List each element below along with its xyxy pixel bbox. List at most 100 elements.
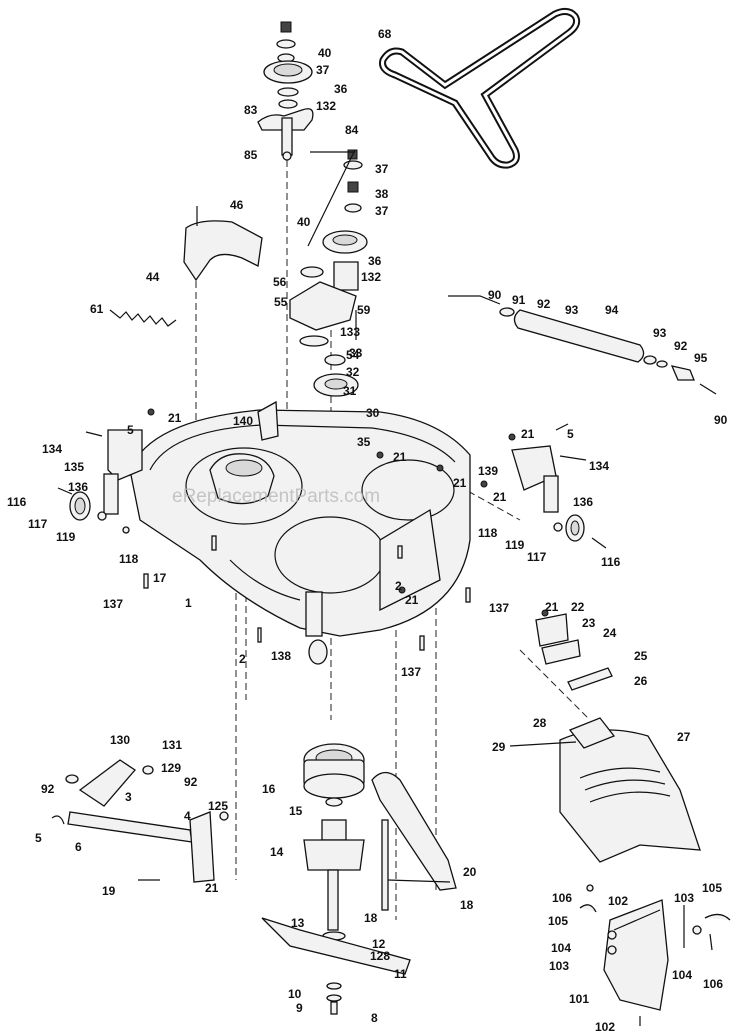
callout-85: 85: [244, 148, 258, 162]
callout-2: 2: [395, 579, 402, 593]
callout-93: 93: [565, 303, 579, 317]
callout-21: 21: [453, 476, 467, 490]
callout-10: 10: [288, 987, 302, 1001]
callout-37: 37: [375, 204, 389, 218]
callout-5: 5: [127, 423, 134, 437]
callout-36: 36: [334, 82, 348, 96]
callout-116: 116: [7, 495, 27, 509]
callout-32: 32: [346, 365, 360, 379]
callout-21: 21: [545, 600, 559, 614]
callout-54: 54: [346, 348, 360, 362]
callout-130: 130: [110, 733, 130, 747]
callout-8: 8: [371, 1011, 378, 1025]
callout-103: 103: [549, 959, 569, 973]
callout-106: 106: [552, 891, 572, 905]
callout-101: 101: [569, 992, 589, 1006]
callout-21: 21: [405, 593, 419, 607]
callout-117: 117: [527, 550, 547, 564]
callout-3: 3: [125, 790, 132, 804]
bracket-140: [257, 400, 279, 441]
callout-56: 56: [273, 275, 287, 289]
callout-40: 40: [318, 46, 332, 60]
callout-30: 30: [366, 406, 380, 420]
callout-136: 136: [573, 495, 593, 509]
mulch-plate-101: [579, 884, 731, 1026]
callout-92: 92: [537, 297, 551, 311]
callout-103: 103: [674, 891, 694, 905]
left-wheel-assembly: [69, 429, 143, 534]
callout-92: 92: [674, 339, 688, 353]
callout-117: 117: [28, 517, 48, 531]
lift-linkage: [51, 759, 229, 883]
callout-13: 13: [291, 916, 305, 930]
center-pulley-stack: [289, 149, 368, 397]
callout-33: 33: [349, 346, 363, 360]
callout-25: 25: [634, 649, 648, 663]
callout-129: 129: [161, 761, 181, 775]
callout-118: 118: [119, 552, 139, 566]
callout-137: 137: [489, 601, 509, 615]
callout-116: 116: [601, 555, 621, 569]
callout-95: 95: [694, 351, 708, 365]
callout-104: 104: [551, 941, 571, 955]
callout-4: 4: [184, 809, 191, 823]
callout-26: 26: [634, 674, 648, 688]
callout-23: 23: [582, 616, 596, 630]
callout-61: 61: [90, 302, 104, 316]
callout-15: 15: [289, 804, 303, 818]
blade-guard-20: [371, 771, 457, 911]
callout-21: 21: [393, 450, 407, 464]
callout-83: 83: [244, 103, 258, 117]
callout-38: 38: [375, 187, 389, 201]
callout-35: 35: [357, 435, 371, 449]
callout-22: 22: [571, 600, 585, 614]
callout-5: 5: [567, 427, 574, 441]
callout-55: 55: [274, 295, 288, 309]
callout-133: 133: [340, 325, 360, 339]
callout-91: 91: [512, 293, 526, 307]
callout-11: 11: [394, 967, 407, 981]
callout-135: 135: [64, 460, 84, 474]
callout-14: 14: [270, 845, 284, 859]
callout-59: 59: [357, 303, 371, 317]
callout-21: 21: [493, 490, 507, 504]
callout-6: 6: [75, 840, 82, 854]
callout-44: 44: [146, 270, 160, 284]
callout-36: 36: [368, 254, 382, 268]
callout-9: 9: [296, 1001, 303, 1015]
callout-17: 17: [153, 571, 167, 585]
callout-134: 134: [42, 442, 62, 456]
callout-90: 90: [714, 413, 728, 427]
callout-24: 24: [603, 626, 617, 640]
drive-belt-68: [379, 7, 581, 169]
spindle-assembly: [261, 743, 411, 1015]
callout-37: 37: [316, 63, 330, 77]
callout-136: 136: [68, 480, 88, 494]
callout-68: 68: [378, 27, 392, 41]
callout-132: 132: [361, 270, 381, 284]
callout-104: 104: [672, 968, 692, 982]
callout-102: 102: [595, 1020, 615, 1031]
callout-128: 128: [370, 949, 390, 963]
callout-29: 29: [492, 740, 506, 754]
callout-106: 106: [703, 977, 723, 991]
callout-132: 132: [316, 99, 336, 113]
callout-134: 134: [589, 459, 609, 473]
callout-139: 139: [478, 464, 498, 478]
belt-guard-44: [183, 206, 263, 282]
callout-105: 105: [702, 881, 722, 895]
spring-61: [109, 309, 177, 327]
callout-2: 2: [239, 652, 246, 666]
callout-105: 105: [548, 914, 568, 928]
callout-27: 27: [677, 730, 691, 744]
callout-137: 137: [103, 597, 123, 611]
rod-29: [509, 741, 577, 747]
callout-19: 19: [102, 884, 116, 898]
mower-deck-1: [129, 409, 471, 637]
callout-37: 37: [375, 162, 389, 176]
callout-1: 1: [185, 596, 192, 610]
callout-28: 28: [533, 716, 547, 730]
